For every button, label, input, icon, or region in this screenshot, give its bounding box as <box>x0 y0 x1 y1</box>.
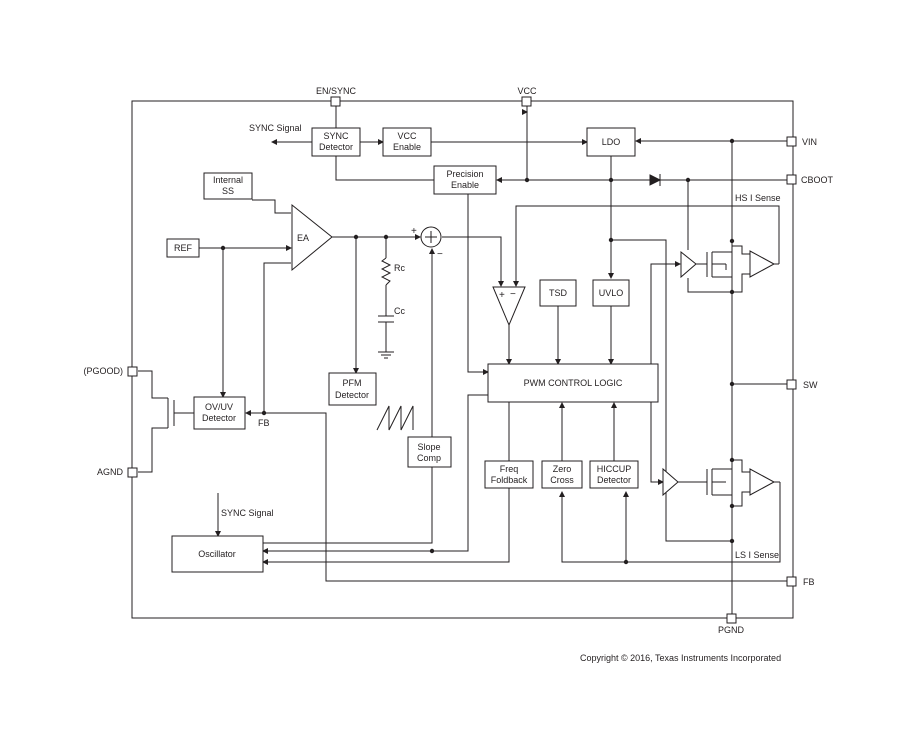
rc-resistor <box>380 257 392 286</box>
fb-internal-label: FB <box>258 418 270 428</box>
pin-sw: SW <box>786 379 818 390</box>
svg-text:SW: SW <box>803 380 818 390</box>
svg-text:Detector: Detector <box>202 413 236 423</box>
svg-text:CBOOT: CBOOT <box>801 175 834 185</box>
pin-cboot: CBOOT <box>786 174 834 185</box>
pfm-detector-block: PFM Detector <box>328 372 377 406</box>
svg-text:LDO: LDO <box>602 137 621 147</box>
svg-text:EN/SYNC: EN/SYNC <box>316 86 357 96</box>
svg-text:OV/UV: OV/UV <box>205 402 233 412</box>
svg-text:Slope: Slope <box>417 442 440 452</box>
boot-diode <box>649 174 662 186</box>
svg-text:Oscillator: Oscillator <box>198 549 236 559</box>
summing-node <box>420 226 442 248</box>
svg-text:PGND: PGND <box>718 625 745 635</box>
hs-sense-amp <box>732 245 779 293</box>
svg-text:PFM: PFM <box>343 378 362 388</box>
ref-block: REF <box>166 238 200 258</box>
precision-enable-block: Precision Enable <box>433 165 497 195</box>
svg-text:SYNC: SYNC <box>323 131 349 141</box>
svg-text:Cross: Cross <box>550 475 574 485</box>
pin-pgnd: PGND <box>718 613 745 635</box>
svg-text:Zero: Zero <box>553 464 572 474</box>
svg-text:Detector: Detector <box>335 390 369 400</box>
internal-ss-block: Internal SS <box>203 172 253 200</box>
svg-text:Internal: Internal <box>213 175 243 185</box>
svg-text:TSD: TSD <box>549 288 568 298</box>
pwm-control-logic-block: PWM CONTROL LOGIC <box>487 363 659 403</box>
rc-label: Rc <box>394 263 405 273</box>
oscillator-block: Oscillator <box>171 535 264 573</box>
copyright-text: Copyright © 2016, Texas Instruments Inco… <box>580 653 781 663</box>
svg-text:Foldback: Foldback <box>491 475 528 485</box>
svg-text:VCC: VCC <box>517 86 537 96</box>
freq-foldback-block: Freq Foldback <box>484 460 534 489</box>
ls-sense-amp <box>732 459 780 507</box>
chip-boundary <box>131 100 794 619</box>
pin-vin: VIN <box>786 136 817 147</box>
comp-minus-label: − <box>510 289 516 300</box>
svg-text:VCC: VCC <box>397 131 417 141</box>
ls-mosfet <box>678 460 733 506</box>
ls-i-sense-label: LS I Sense <box>735 550 779 560</box>
slope-comp-block: Slope Comp <box>407 436 452 468</box>
svg-text:SS: SS <box>222 186 234 196</box>
svg-text:VIN: VIN <box>802 137 817 147</box>
svg-text:Enable: Enable <box>451 180 479 190</box>
cc-capacitor <box>378 315 394 323</box>
svg-text:Detector: Detector <box>597 475 631 485</box>
sum-minus-label: − <box>437 249 443 260</box>
sum-plus-label: + <box>411 226 417 237</box>
sawtooth-icon <box>376 405 414 431</box>
sync-signal-in-label: SYNC Signal <box>221 508 274 518</box>
hs-mosfet <box>696 246 733 292</box>
uvlo-block: UVLO <box>592 279 630 307</box>
svg-text:AGND: AGND <box>97 467 124 477</box>
svg-text:PWM CONTROL LOGIC: PWM CONTROL LOGIC <box>524 378 623 388</box>
svg-text:Detector: Detector <box>319 142 353 152</box>
pwm-comparator <box>492 286 526 327</box>
pin-pgood: (PGOOD) <box>84 366 138 377</box>
hs-gate-driver <box>680 250 697 279</box>
svg-text:UVLO: UVLO <box>599 288 624 298</box>
pin-fb: FB <box>786 576 815 587</box>
svg-text:Freq: Freq <box>500 464 519 474</box>
svg-text:Enable: Enable <box>393 142 421 152</box>
ea-label: EA <box>297 233 309 243</box>
sync-signal-out-label: SYNC Signal <box>249 123 302 133</box>
error-amplifier <box>291 203 333 272</box>
tsd-block: TSD <box>539 279 577 307</box>
pin-vcc: VCC <box>517 86 537 107</box>
ldo-block: LDO <box>586 127 636 157</box>
ov-uv-detector-block: OV/UV Detector <box>193 396 246 430</box>
ls-gate-driver <box>662 467 679 497</box>
svg-text:HICCUP: HICCUP <box>597 464 632 474</box>
svg-text:Precision: Precision <box>446 169 483 179</box>
svg-text:FB: FB <box>803 577 815 587</box>
hs-i-sense-label: HS I Sense <box>735 193 781 203</box>
pin-agnd: AGND <box>97 467 138 478</box>
hiccup-detector-block: HICCUP Detector <box>589 460 639 489</box>
svg-text:REF: REF <box>174 243 193 253</box>
sync-detector-block: SYNC Detector <box>311 127 361 157</box>
junction-dots <box>220 138 735 565</box>
comp-plus-label: + <box>499 290 505 301</box>
svg-text:Comp: Comp <box>417 453 441 463</box>
vcc-enable-block: VCC Enable <box>382 127 432 157</box>
svg-text:(PGOOD): (PGOOD) <box>84 366 124 376</box>
wires <box>138 106 787 617</box>
pin-en-sync: EN/SYNC <box>316 86 357 107</box>
zero-cross-block: Zero Cross <box>541 460 583 489</box>
cc-label: Cc <box>394 306 405 316</box>
ground-symbol <box>378 351 394 359</box>
